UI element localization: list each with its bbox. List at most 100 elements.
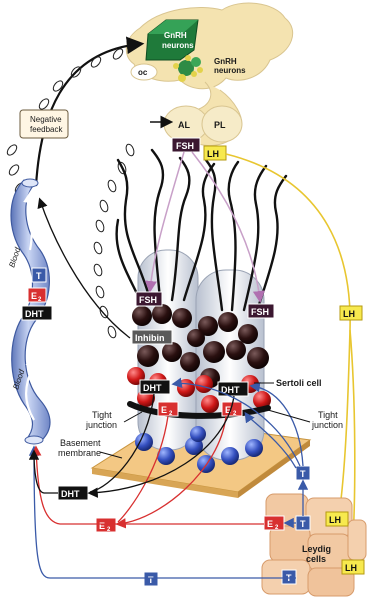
spermatogonium-cell-red (177, 379, 195, 397)
negative-feedback-box: Negative feedback (20, 110, 68, 138)
svg-text:LH: LH (343, 309, 355, 319)
vessel-e2-box: E 2 (28, 288, 46, 303)
spermatocyte-cell (132, 306, 152, 326)
spermatogonium-cell-red (201, 395, 219, 413)
svg-text:E: E (31, 291, 37, 301)
feedback-oval (89, 55, 102, 69)
spermatocyte-cell (226, 340, 246, 360)
feedback-oval (93, 263, 104, 277)
inhibin-box: Inhibin (132, 330, 172, 344)
svg-text:T: T (300, 519, 306, 529)
al-label: AL (178, 120, 190, 130)
feedback-oval (7, 163, 20, 177)
e2-box-bottom: E 2 (96, 518, 116, 533)
svg-text:DHT: DHT (25, 309, 44, 319)
gnrh-label-b2: neurons (214, 66, 246, 75)
feedback-oval (107, 325, 118, 339)
e2-box-leydig: E 2 (264, 516, 284, 531)
feedback-oval (95, 219, 106, 233)
dht-box-bottom: DHT (58, 486, 88, 500)
svg-text:T: T (36, 271, 42, 281)
vessel-dht-box: DHT (22, 306, 52, 320)
spermatogonium-cell-blue (197, 455, 215, 473)
fsh-box-right: FSH (248, 304, 274, 318)
gnrh-label-a2: neurons (162, 41, 194, 50)
spermatocyte-cell (152, 304, 172, 324)
spermatocyte-cell (180, 352, 200, 372)
tight-junction-right-1: Tight (318, 410, 338, 420)
oc-label: oc (138, 68, 148, 77)
spermatogonium-cell-blue (245, 439, 263, 457)
spermatocyte-cell (238, 324, 258, 344)
feedback-oval (93, 241, 104, 255)
svg-text:LH: LH (329, 515, 341, 525)
svg-text:E: E (267, 519, 273, 529)
feedback-oval (37, 97, 50, 111)
svg-text:FSH: FSH (176, 141, 194, 151)
vessel-t-box: T (32, 268, 46, 282)
svg-text:T: T (148, 575, 154, 585)
feedback-oval (99, 199, 110, 213)
svg-text:E: E (99, 521, 105, 531)
spermatogonium-cell-blue (190, 426, 206, 442)
spermatocyte-cell (203, 341, 225, 363)
feedback-oval (107, 179, 118, 193)
sertoli-cell-label: Sertoli cell (276, 378, 322, 388)
svg-text:T: T (300, 469, 306, 479)
tight-junction-right-2: junction (311, 420, 343, 430)
vessel-bottom-opening (25, 436, 43, 444)
feedback-oval (125, 143, 136, 157)
dht-box-left: DHT (140, 380, 170, 394)
negative-feedback-line1: Negative (30, 115, 62, 124)
tight-junction-left-1: Tight (92, 410, 112, 420)
feedback-oval (95, 285, 106, 299)
dht-box-right: DHT (218, 382, 248, 396)
vessel-top-opening (22, 179, 38, 187)
svg-text:FSH: FSH (251, 307, 269, 317)
svg-text:DHT: DHT (61, 489, 80, 499)
gnrh-label-b: GnRH (214, 57, 237, 66)
tight-junction-left-2: junction (85, 420, 117, 430)
spermatogonium-cell-blue (221, 447, 239, 465)
spermatocyte-cell (218, 312, 238, 332)
feedback-oval (5, 143, 18, 157)
e2-box-left: E 2 (158, 402, 178, 417)
inhibin-to-blood-arrow (40, 200, 130, 338)
lh-box-leydig-1: LH (326, 512, 348, 526)
vessel-flow-arrow-upper (30, 192, 32, 250)
spermatocyte-cell (247, 347, 269, 369)
feedback-oval (99, 305, 110, 319)
lh-top-box: LH (204, 146, 226, 160)
leydig-label-2: cells (306, 554, 326, 564)
spermatocyte-cell (162, 342, 182, 362)
blood-label-top: Blood (7, 246, 22, 269)
svg-text:FSH: FSH (139, 295, 157, 305)
t-box-leydig-bottom: T (282, 570, 296, 584)
pl-label: PL (214, 120, 226, 130)
svg-text:LH: LH (207, 149, 219, 159)
lh-box-leydig-2: LH (342, 560, 364, 574)
basement-membrane-2: membrane (58, 448, 101, 458)
spermatogonium-cell-blue (135, 433, 153, 451)
spermatocyte-cell (172, 308, 192, 328)
fsh-box-left: FSH (136, 292, 162, 306)
svg-text:DHT: DHT (143, 383, 162, 393)
spermatogonium-cell-red (195, 375, 213, 393)
t-box-leydig: T (296, 516, 310, 530)
t-box-plate: T (296, 466, 310, 480)
spermatocyte-cell (137, 345, 159, 367)
tight-junction-right-leader (268, 410, 310, 422)
t-box-bottom: T (144, 572, 158, 586)
feedback-oval (51, 79, 64, 93)
lh-mid-box: LH (340, 306, 362, 320)
svg-text:E: E (161, 405, 167, 415)
gnrh-label-a: GnRH (164, 31, 187, 40)
fsh-top-box: FSH (172, 138, 200, 152)
leydig-label-1: Leydig (302, 544, 331, 554)
svg-text:Inhibin: Inhibin (135, 333, 165, 343)
spermatocyte-cell (187, 329, 205, 347)
svg-text:LH: LH (345, 563, 357, 573)
negative-feedback-line2: feedback (30, 125, 63, 134)
